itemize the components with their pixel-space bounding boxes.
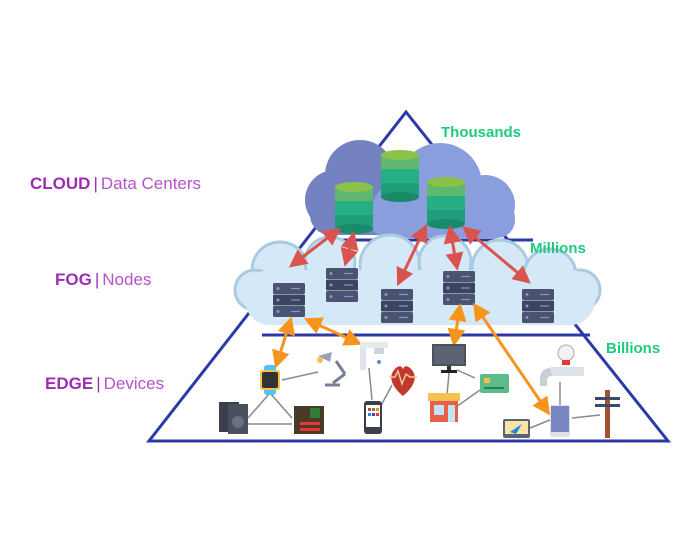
fog-node-4-icon xyxy=(443,271,475,305)
arrow-cloud-fog-1 xyxy=(288,227,342,268)
edge-devices xyxy=(219,342,620,438)
credit-card-icon xyxy=(480,374,509,393)
arrow-cloud-fog-5 xyxy=(462,226,531,284)
water-meter-icon xyxy=(540,344,584,386)
cloud-tier-description: Data Centers xyxy=(100,174,202,193)
database-2-icon xyxy=(381,150,419,202)
fog-count-label: Millions xyxy=(530,240,586,257)
fog-tier-description: Nodes xyxy=(102,270,152,289)
arrow-fog-edge-2 xyxy=(303,317,363,346)
cloud-fog-arrows xyxy=(288,223,531,287)
cloud-tier-separator: | xyxy=(93,174,98,193)
fog-tier-name: FOG xyxy=(55,270,92,289)
faucet-icon xyxy=(360,342,388,370)
fog-tier-label: FOG|Nodes xyxy=(55,270,151,290)
fog-node-3-icon xyxy=(381,289,413,323)
edge-tier-label: EDGE|Devices xyxy=(45,374,164,394)
motherboard-icon xyxy=(294,406,324,434)
cloud-tier-label: CLOUD|Data Centers xyxy=(30,174,201,194)
fog-node-1-icon xyxy=(273,283,305,317)
storefront-icon xyxy=(428,393,460,422)
edge-tier-description: Devices xyxy=(103,374,165,393)
fog-edge-arrows xyxy=(272,302,551,416)
smartphone-icon xyxy=(364,401,382,434)
database-3-icon xyxy=(427,177,465,229)
arrow-cloud-fog-2 xyxy=(340,231,359,267)
computer-monitor-icon xyxy=(432,344,466,373)
fog-node-2-icon xyxy=(326,268,358,302)
smartwatch-icon xyxy=(260,365,280,395)
heart-monitor-icon xyxy=(389,366,417,396)
power-pole-icon xyxy=(595,390,620,438)
fog-tier-separator: | xyxy=(94,270,100,289)
tablet-icon xyxy=(550,405,570,437)
fog-node-5-icon xyxy=(522,289,554,323)
arrow-fog-edge-1 xyxy=(272,316,295,369)
cloud-tier-name: CLOUD xyxy=(30,174,91,193)
gps-navigator-icon xyxy=(503,419,530,438)
speaker-icon xyxy=(219,402,248,434)
edge-tier-name: EDGE xyxy=(45,374,94,393)
database-1-icon xyxy=(335,182,373,234)
arrow-fog-edge-3 xyxy=(447,303,467,347)
cloud-count-label: Thousands xyxy=(441,124,522,141)
arrow-cloud-fog-4 xyxy=(443,225,464,271)
databases xyxy=(335,150,465,234)
edge-tier-separator: | xyxy=(96,374,101,393)
arrow-cloud-fog-3 xyxy=(396,223,428,287)
arrow-fog-edge-4 xyxy=(472,302,551,416)
desk-lamp-icon xyxy=(317,352,347,387)
edge-count-label: Billions xyxy=(606,340,661,357)
